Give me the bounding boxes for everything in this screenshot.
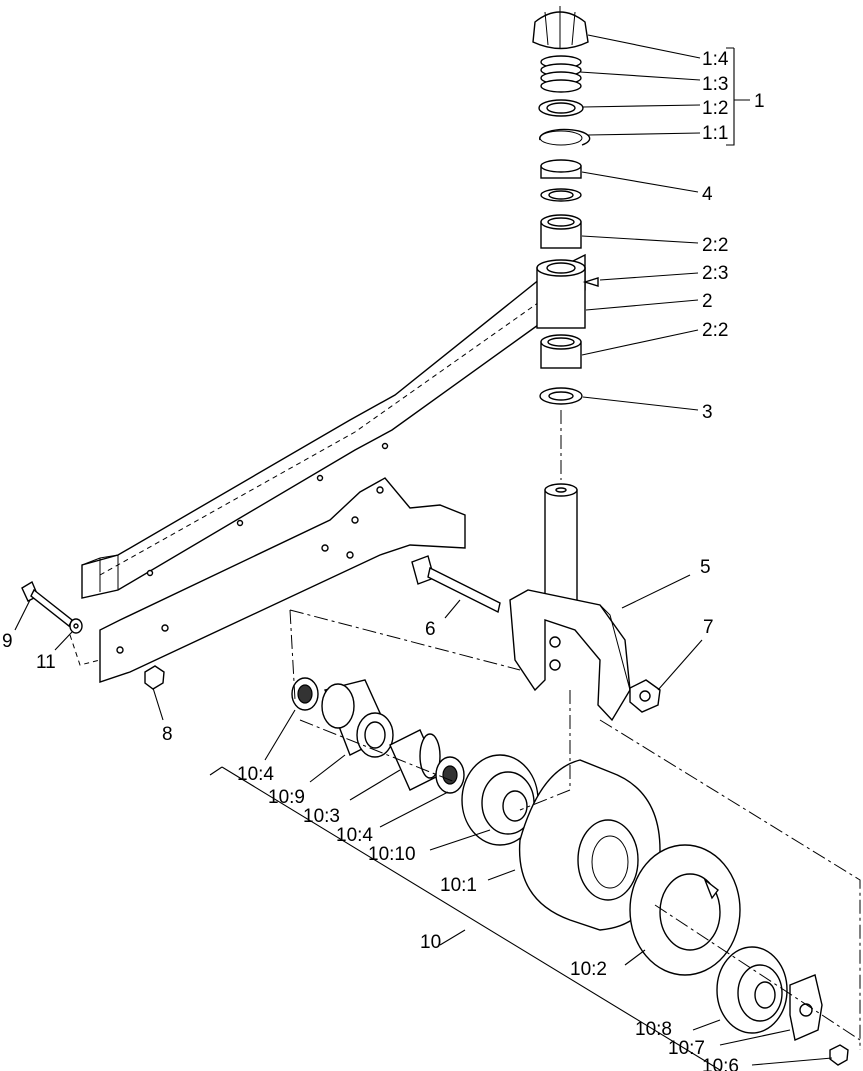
callout-10-2: 10:2	[570, 959, 607, 980]
callout-9: 9	[2, 631, 13, 652]
bearing-left	[291, 677, 319, 711]
callout-1-4: 1:4	[702, 49, 729, 70]
hub-10-9	[321, 679, 394, 758]
callout-10: 10	[420, 932, 441, 953]
tire	[518, 759, 661, 931]
callout-7: 7	[703, 617, 714, 638]
callout-1-3: 1:3	[702, 74, 728, 95]
spring	[540, 55, 582, 93]
snap-ring	[538, 128, 591, 146]
callout-2: 2	[702, 291, 713, 312]
callout-labels: 1:4 1:3 1:2 1:1 1 4 2:2 2:3 2 2:2 3 5 6 …	[2, 49, 765, 1071]
callout-6: 6	[425, 619, 436, 640]
callout-10-1: 10:1	[440, 875, 477, 896]
wheel-half-10-10	[461, 754, 539, 846]
callout-1: 1	[754, 91, 765, 112]
leader-lines	[14, 34, 833, 1066]
callout-10-4-right: 10:4	[336, 825, 373, 846]
callout-10-3: 10:3	[303, 806, 340, 827]
group-bracket-1	[726, 47, 750, 146]
bushing-4	[540, 159, 582, 202]
flange-10-7	[789, 974, 823, 1041]
wheel-half-10-8	[716, 946, 788, 1034]
bushing-upper	[540, 214, 582, 249]
callout-2-2-lower: 2:2	[702, 320, 728, 341]
washer-11	[69, 618, 83, 634]
nut-10-6	[829, 1044, 849, 1066]
callout-10-9: 10:9	[268, 787, 305, 808]
callout-10-7: 10:7	[668, 1038, 705, 1059]
callout-11: 11	[36, 652, 56, 673]
bearing-right	[435, 756, 465, 794]
callout-2-3: 2:3	[702, 263, 728, 284]
retainer-ring	[538, 99, 584, 117]
assembly-outline	[289, 609, 861, 1050]
mounting-plate	[69, 477, 466, 683]
bolt-9	[21, 580, 73, 628]
thrust-washer	[539, 387, 583, 405]
cap	[532, 6, 589, 50]
inner-tube	[629, 844, 741, 976]
callout-1-1: 1:1	[702, 123, 728, 144]
spacer-tube	[389, 729, 441, 791]
callout-10-6: 10:6	[702, 1056, 739, 1071]
callout-8: 8	[162, 724, 173, 745]
callout-4: 4	[702, 184, 713, 205]
callout-2-2-upper: 2:2	[702, 235, 728, 256]
callout-1-2: 1:2	[702, 98, 728, 119]
bushing-lower	[540, 334, 582, 369]
caster-fork	[509, 483, 631, 722]
axle-bolt	[411, 555, 501, 614]
nut-8	[144, 665, 165, 690]
pivot-tube	[536, 259, 599, 329]
callout-10-10: 10:10	[368, 844, 416, 865]
callout-10-8: 10:8	[635, 1019, 672, 1040]
callout-5: 5	[700, 557, 711, 578]
group-bracket-10	[209, 766, 721, 1071]
callout-10-4-left: 10:4	[237, 764, 274, 785]
callout-3: 3	[702, 402, 713, 423]
nut-7	[629, 679, 661, 713]
